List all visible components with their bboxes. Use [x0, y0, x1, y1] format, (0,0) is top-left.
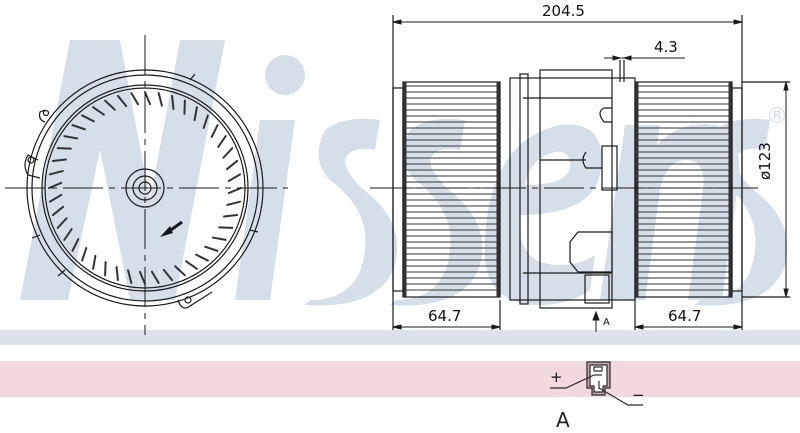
rotation-arrow-icon	[160, 220, 183, 237]
pink-band	[0, 361, 800, 397]
connector-view-title: A	[556, 408, 570, 432]
view-a-marker: A	[603, 317, 610, 328]
minus-terminal-label: −	[632, 386, 645, 404]
left-wheel-width-dimension: 64.7	[428, 307, 462, 325]
plus-terminal-label: +	[550, 368, 563, 386]
overall-length-dimension: 204.5	[542, 2, 585, 20]
blue-band	[0, 330, 800, 345]
right-wheel-width-dimension: 64.7	[668, 307, 702, 325]
registered-mark: ®	[766, 104, 788, 129]
flange-gap-dimension: 4.3	[654, 38, 678, 56]
